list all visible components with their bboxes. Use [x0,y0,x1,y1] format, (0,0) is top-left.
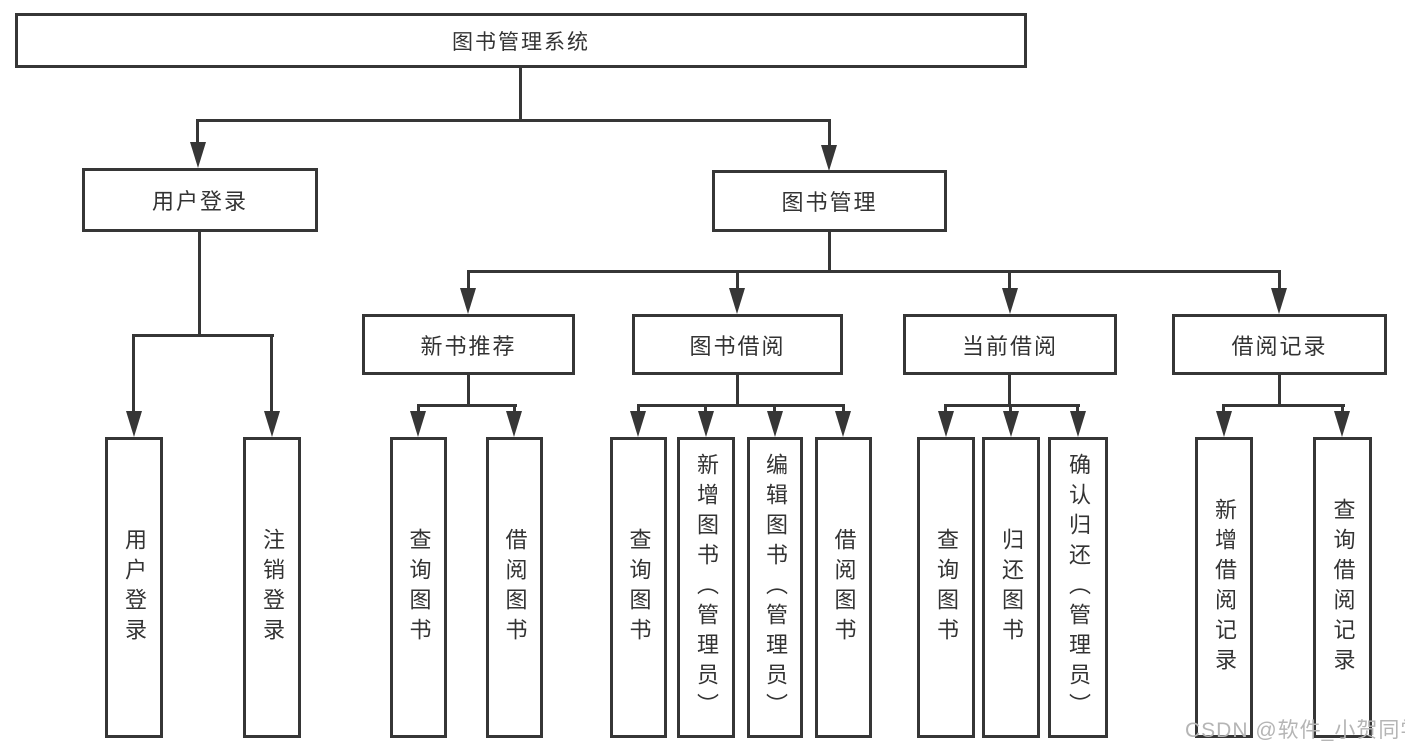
connector-line [1278,270,1281,291]
arrow-down-icon [1003,411,1019,437]
node-borrowing-records: 借阅记录 [1172,314,1387,375]
node-leaf-query-books-current: 查询图书 [917,437,975,738]
connector-line [132,334,135,413]
connector-line [1076,404,1079,414]
connector-line [704,404,707,414]
node-new-book-recommendation: 新书推荐 [362,314,575,375]
node-leaf-edit-book-admin-label: 编辑图书（管理员） [763,452,788,723]
connector-line [132,334,274,337]
node-current-borrowing: 当前借阅 [903,314,1117,375]
connector-line [637,404,845,407]
node-leaf-query-books-borrowing: 查询图书 [610,437,667,738]
node-leaf-edit-book-admin: 编辑图书（管理员） [747,437,803,738]
connector-line [828,119,831,147]
node-leaf-add-book-admin: 新增图书（管理员） [677,437,735,738]
connector-line [1222,404,1345,407]
node-leaf-query-borrow-record: 查询借阅记录 [1313,437,1372,738]
connector-line [944,404,947,414]
connector-line [417,404,420,414]
node-leaf-query-books-recommend: 查询图书 [390,437,447,738]
connector-line [270,334,273,413]
arrow-down-icon [835,411,851,437]
connector-line [773,404,776,414]
arrow-down-icon [1002,288,1018,314]
node-leaf-user-login-label: 用户登录 [122,527,147,648]
arrow-down-icon [126,411,142,437]
connector-line [467,375,470,407]
connector-line [198,232,201,336]
node-borrowing-records-label: 借阅记录 [1231,333,1328,359]
arrow-down-icon [698,411,714,437]
node-book-management: 图书管理 [712,170,947,232]
node-book-borrowing-label: 图书借阅 [689,333,786,359]
connector-line [944,404,1080,407]
node-leaf-return-books-label: 归还图书 [999,527,1024,648]
arrow-down-icon [630,411,646,437]
node-new-book-recommendation-label: 新书推荐 [420,333,517,359]
node-leaf-add-book-admin-label: 新增图书（管理员） [694,452,719,723]
arrow-down-icon [1334,411,1350,437]
node-leaf-confirm-return-admin: 确认归还（管理员） [1048,437,1108,738]
arrow-down-icon [460,288,476,314]
arrow-down-icon [938,411,954,437]
node-leaf-borrow-books-recommend: 借阅图书 [486,437,543,738]
connector-line [1278,375,1281,407]
arrow-down-icon [506,411,522,437]
connector-line [736,270,739,291]
node-leaf-logout-label: 注销登录 [260,527,285,648]
node-leaf-add-borrow-record: 新增借阅记录 [1195,437,1253,738]
node-leaf-logout: 注销登录 [243,437,301,738]
connector-line [417,404,517,407]
node-book-borrowing: 图书借阅 [632,314,843,375]
arrow-down-icon [1216,411,1232,437]
connector-line [196,119,831,122]
connector-line [196,119,199,145]
connector-line [519,68,522,122]
node-current-borrowing-label: 当前借阅 [961,333,1058,359]
arrow-down-icon [410,411,426,437]
connector-line [513,404,516,414]
connector-line [467,270,470,291]
arrow-down-icon [190,142,206,168]
node-user-login: 用户登录 [82,168,318,232]
node-root-label: 图书管理系统 [452,30,590,54]
connector-line [828,232,831,273]
node-leaf-query-books-current-label: 查询图书 [934,527,959,648]
arrow-down-icon [729,288,745,314]
connector-line [736,375,739,407]
node-leaf-add-borrow-record-label: 新增借阅记录 [1212,497,1237,678]
node-leaf-query-books-borrowing-label: 查询图书 [626,527,652,648]
connector-line [1341,404,1344,414]
arrow-down-icon [1070,411,1086,437]
connector-line [1008,375,1011,407]
arrow-down-icon [767,411,783,437]
node-leaf-borrow-books-borrowing-label: 借阅图书 [831,527,857,648]
connector-line [467,270,1281,273]
node-book-management-label: 图书管理 [781,190,878,215]
node-root: 图书管理系统 [15,13,1027,68]
connector-line [842,404,845,414]
node-leaf-return-books: 归还图书 [982,437,1040,738]
arrow-down-icon [821,145,837,171]
node-leaf-user-login: 用户登录 [105,437,163,738]
node-leaf-borrow-books-borrowing: 借阅图书 [815,437,872,738]
csdn-watermark: CSDN @软件_小贺同学 [1185,719,1405,742]
arrow-down-icon [264,411,280,437]
node-leaf-query-books-recommend-label: 查询图书 [406,527,432,648]
node-leaf-borrow-books-recommend-label: 借阅图书 [502,527,528,648]
arrow-down-icon [1271,288,1287,314]
connector-line [637,404,640,414]
connector-line [1008,270,1011,291]
connector-line [1222,404,1225,414]
node-leaf-confirm-return-admin-label: 确认归还（管理员） [1066,452,1091,723]
connector-line [1009,404,1012,414]
node-user-login-label: 用户登录 [151,189,248,214]
node-leaf-query-borrow-record-label: 查询借阅记录 [1330,497,1356,678]
